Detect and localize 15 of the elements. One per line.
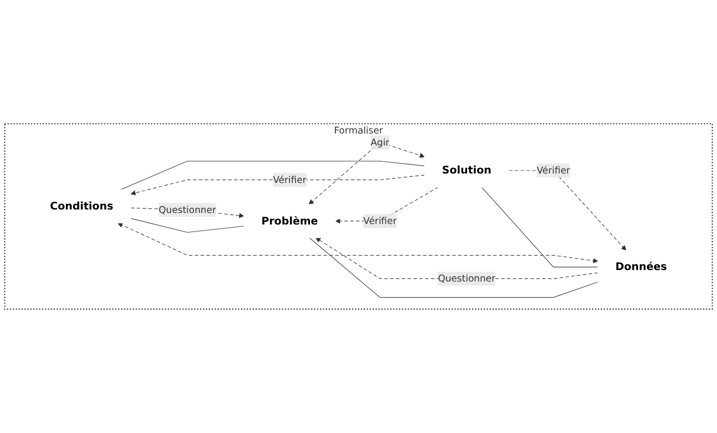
edge-label: Vérifier xyxy=(536,164,570,176)
edge-label: Agir xyxy=(370,136,390,148)
arrow xyxy=(118,222,598,264)
edge-label: Questionner xyxy=(158,204,216,216)
node-text: Solution xyxy=(442,164,492,177)
edge-label: Vérifier xyxy=(272,174,306,186)
node-text: Données xyxy=(615,260,667,274)
node-text: Problème xyxy=(261,215,318,228)
connector xyxy=(120,160,425,190)
arrow xyxy=(130,174,425,196)
connector xyxy=(130,218,244,233)
connector xyxy=(481,186,598,268)
edge-label: Questionner xyxy=(438,272,496,284)
edge-label: Vérifier xyxy=(363,215,397,226)
node-text: Conditions xyxy=(50,200,114,213)
